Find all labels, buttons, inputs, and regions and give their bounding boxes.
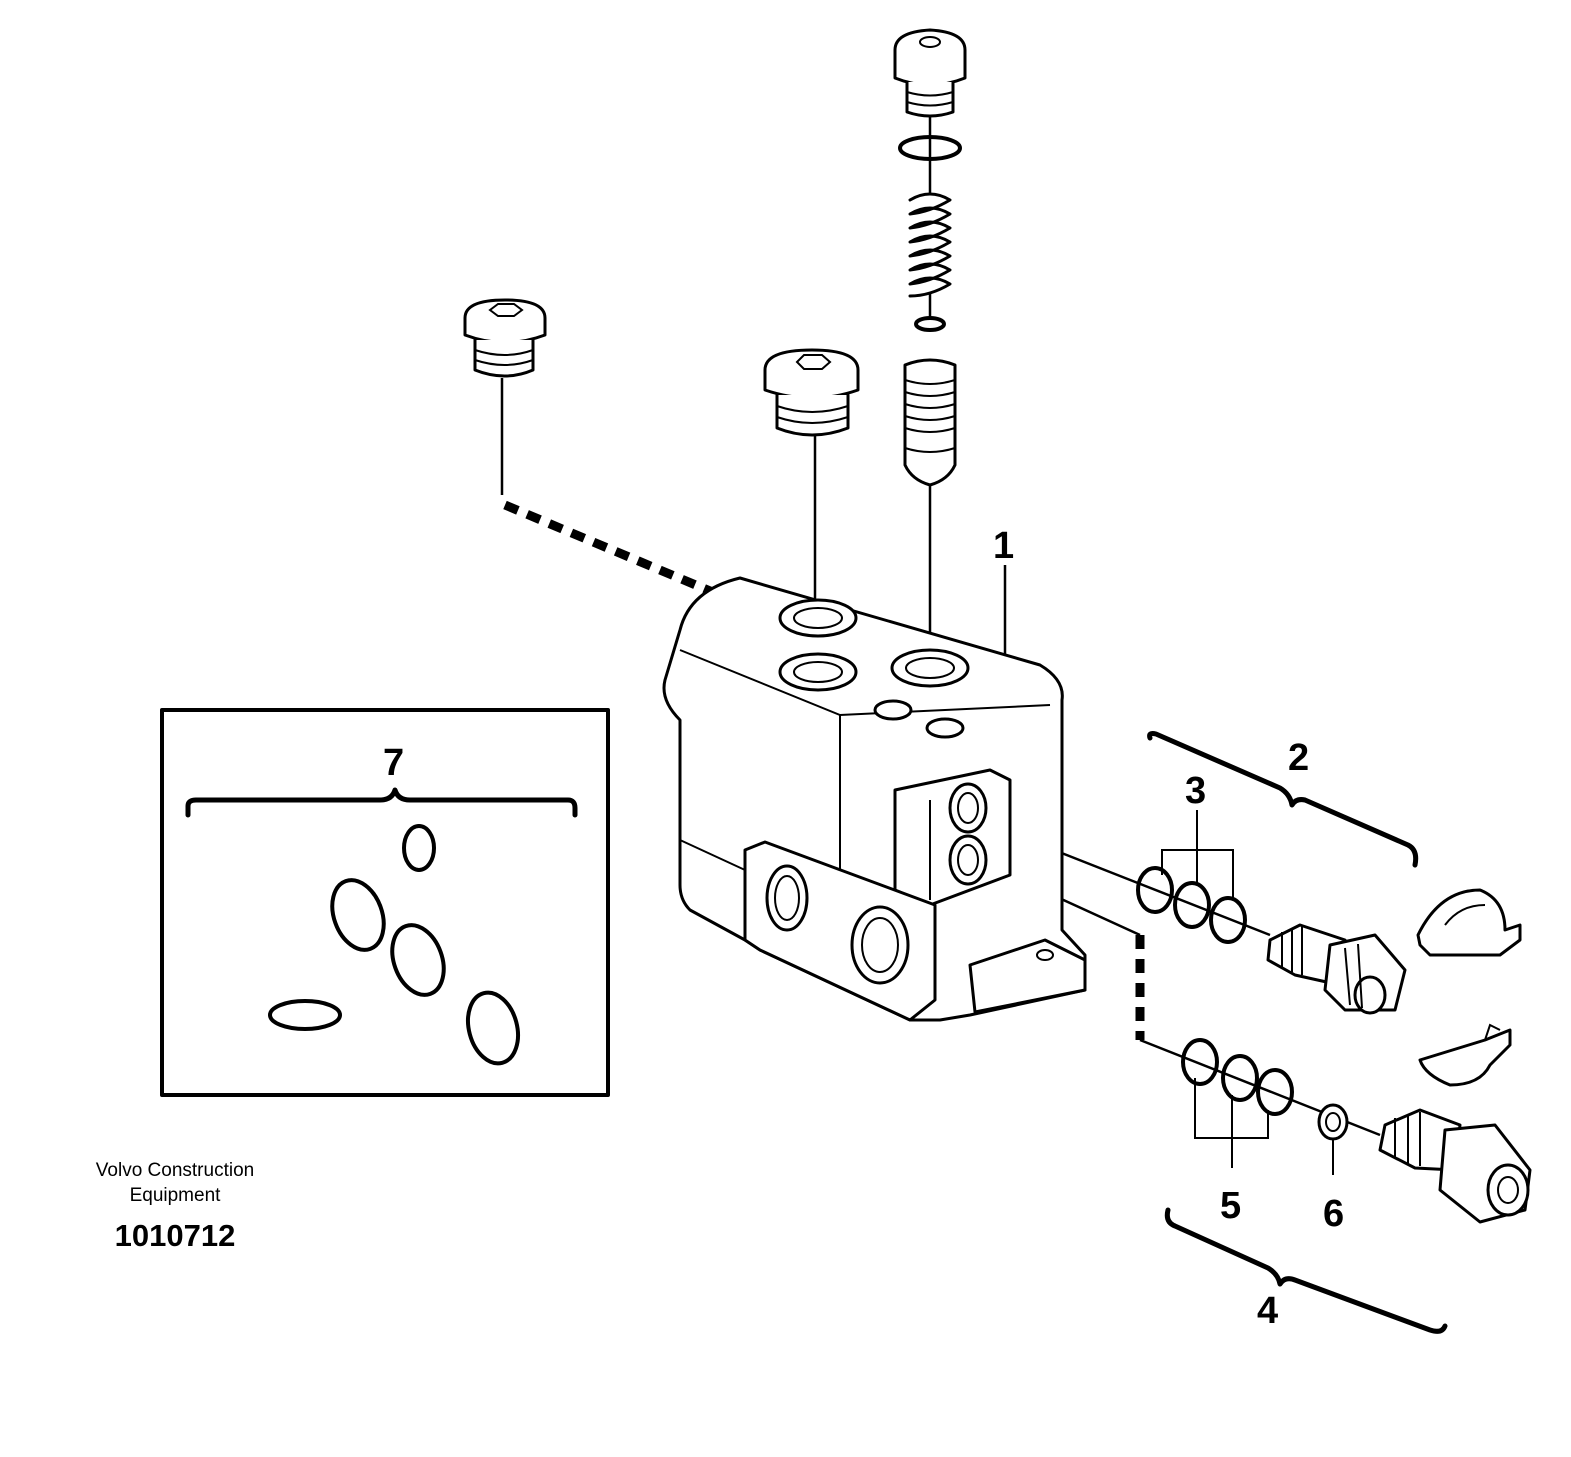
valve-body	[662, 576, 1087, 1022]
o-ring-upper	[898, 135, 962, 161]
callout-5: 5	[1220, 1185, 1241, 1227]
pressure-switch-lower	[1378, 1108, 1532, 1224]
valve-cap	[893, 28, 967, 118]
o-rings-group-5	[1181, 1038, 1294, 1168]
callout-4: 4	[1257, 1290, 1278, 1332]
brace-group-4	[1164, 1207, 1448, 1334]
callout-7: 7	[383, 742, 404, 784]
document-number: 1010712	[114, 1218, 236, 1253]
callout-1: 1	[993, 525, 1014, 567]
hex-plug-large	[763, 348, 860, 437]
brace-group-2	[1147, 731, 1419, 868]
company-caption: Volvo Construction Equipment	[60, 1158, 290, 1208]
o-rings-group-3	[1136, 810, 1247, 944]
connector-cap-upper	[1416, 888, 1522, 957]
connector-cap-lower	[1418, 1023, 1512, 1087]
callout-3: 3	[1185, 770, 1206, 812]
spring-washer	[914, 316, 946, 332]
pressure-switch-upper	[1266, 923, 1407, 1015]
callout-6: 6	[1323, 1193, 1344, 1235]
company-line-1: Volvo Construction	[95, 1160, 255, 1181]
kit-o-rings	[268, 824, 520, 1066]
valve-poppet	[903, 358, 957, 487]
company-line-2: Equipment	[129, 1185, 221, 1206]
valve-spring	[908, 192, 952, 298]
check-disc-6	[1317, 1103, 1349, 1175]
relief-valve-stack	[893, 28, 967, 487]
kit-inset	[160, 708, 610, 1097]
hex-plug-small	[463, 298, 547, 378]
callout-2: 2	[1288, 737, 1309, 779]
